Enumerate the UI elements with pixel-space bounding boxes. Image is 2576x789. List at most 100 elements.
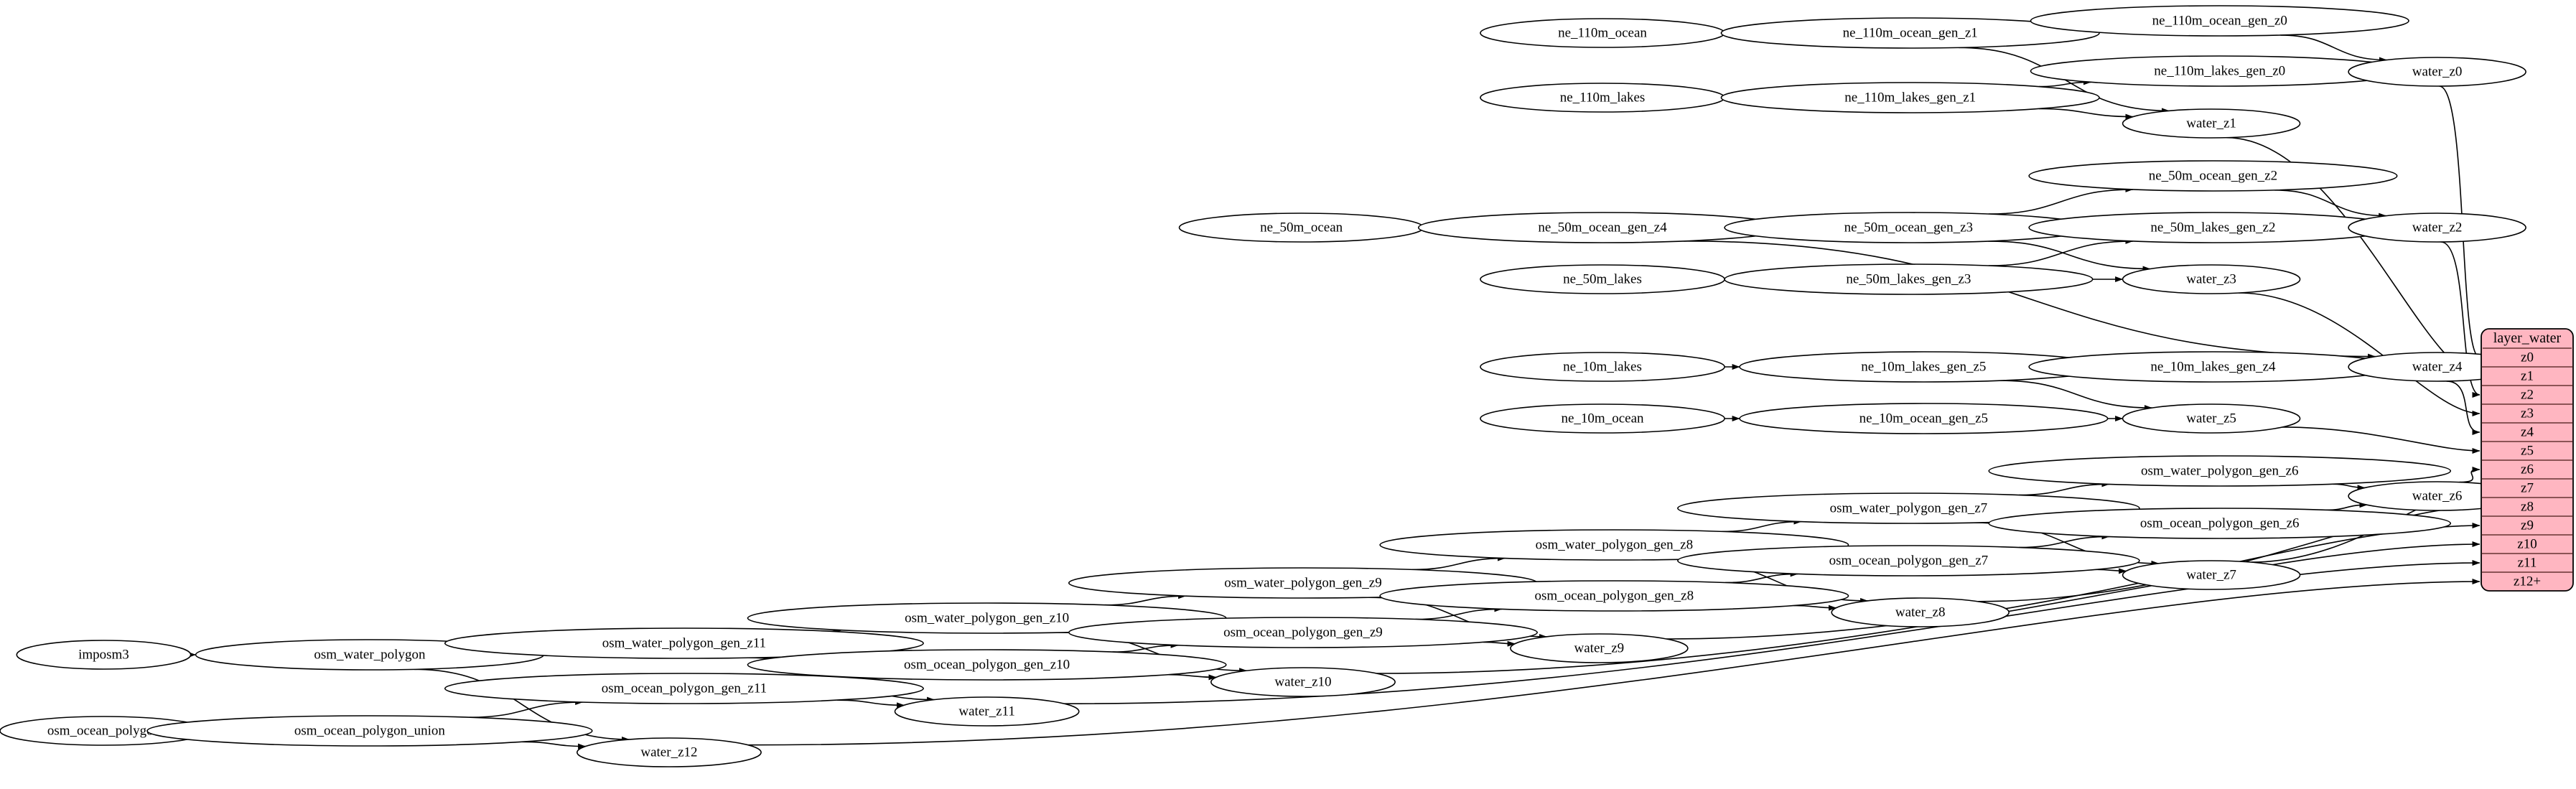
node-shape <box>747 649 1227 681</box>
node-shape <box>1379 580 1849 612</box>
edge-osm_water_polygon_gen_z6-to-water_z6 <box>2333 483 2366 491</box>
graph-node-ne_110m_ocean_gen_z0[interactable]: ne_110m_ocean_gen_z0 <box>2030 5 2409 37</box>
graph-node-water_z12[interactable]: water_z12 <box>577 737 762 767</box>
node-shape <box>2030 5 2409 37</box>
node-shape <box>1720 82 2100 113</box>
node-shape <box>1677 545 2140 576</box>
graph-node-osm_ocean_polygon_gen_z8[interactable]: osm_ocean_polygon_gen_z8 <box>1379 580 1849 612</box>
graph-node-ne_50m_lakes[interactable]: ne_50m_lakes <box>1480 264 1725 294</box>
layer-water-table[interactable]: layer_waterz0z1z2z3z4z5z6z7z8z9z10z11z12… <box>2481 328 2574 592</box>
node-shape <box>2122 264 2301 294</box>
node-shape <box>1510 633 1689 663</box>
graph-node-water_z3[interactable]: water_z3 <box>2122 264 2301 294</box>
node-shape <box>1988 508 2452 539</box>
edge-osm_ocean_polygon_gen_z7-to-osm_ocean_polygon_gen_z6 <box>2019 533 2110 548</box>
graph-node-osm_ocean_polygon_gen_z10[interactable]: osm_ocean_polygon_gen_z10 <box>747 649 1227 681</box>
node-shape <box>2122 403 2301 434</box>
edge-water_z6-to-z6 <box>2459 467 2481 483</box>
graph-node-water_z8[interactable]: water_z8 <box>1831 597 2010 627</box>
edge-osm_ocean_polygon_gen_z8-to-water_z8 <box>1793 604 1837 611</box>
graph-node-water_z9[interactable]: water_z9 <box>1510 633 1689 663</box>
graph-node-osm_ocean_polygon_gen_z9[interactable]: osm_ocean_polygon_gen_z9 <box>1068 617 1538 648</box>
graph-node-osm_water_polygon_gen_z6[interactable]: osm_water_polygon_gen_z6 <box>1988 455 2452 487</box>
node-shape <box>1739 403 2109 434</box>
node-shape <box>1988 455 2452 487</box>
node-shape <box>1480 18 1725 48</box>
node-shape <box>146 715 593 747</box>
graph-node-ne_50m_ocean[interactable]: ne_50m_ocean <box>1178 213 1424 243</box>
edge-osm_ocean_polygon_gen_z11-to-water_z11 <box>836 699 905 709</box>
edge-osm_water_polygon_gen_z7-to-osm_water_polygon_gen_z6 <box>2019 481 2110 496</box>
graph-node-ne_10m_lakes_gen_z4[interactable]: ne_10m_lakes_gen_z4 <box>2028 351 2398 383</box>
edge-osm_ocean_polygon_gen_z10-to-water_z10 <box>1167 673 1217 681</box>
edge-water_z3-to-z3 <box>2239 292 2481 416</box>
node-shape <box>1724 263 2094 295</box>
graph-node-ne_50m_lakes_gen_z3[interactable]: ne_50m_lakes_gen_z3 <box>1724 263 2094 295</box>
graph-node-ne_10m_lakes[interactable]: ne_10m_lakes <box>1480 352 1725 382</box>
node-shape <box>2028 351 2398 383</box>
edge-ne_110m_lakes_gen_z1-to-water_z1 <box>2038 108 2134 120</box>
edge-ne_50m_ocean_gen_z4-to-water_z4 <box>1683 241 2376 360</box>
graph-node-ne_110m_lakes_gen_z1[interactable]: ne_110m_lakes_gen_z1 <box>1720 82 2100 113</box>
node-shape <box>2122 108 2301 139</box>
graph-node-water_z0[interactable]: water_z0 <box>2348 57 2526 87</box>
node-shape <box>2028 160 2398 192</box>
edge-water_z5-to-z5 <box>2282 426 2481 454</box>
graph-node-water_z5[interactable]: water_z5 <box>2122 403 2301 434</box>
edge-osm_ocean_polygon_gen_z8-to-osm_ocean_polygon_gen_z7 <box>1725 571 1798 584</box>
edge-osm_ocean_polygon_gen_z10-to-osm_ocean_polygon_gen_z9 <box>1112 642 1179 653</box>
edge-osm_ocean_polygon_gen_z9-to-osm_ocean_polygon_gen_z8 <box>1415 606 1503 620</box>
graph-node-ne_110m_lakes[interactable]: ne_110m_lakes <box>1480 83 1725 113</box>
graph-node-water_z7[interactable]: water_z7 <box>2122 560 2301 590</box>
graph-node-osm_ocean_polygon_gen_z7[interactable]: osm_ocean_polygon_gen_z7 <box>1677 545 2140 576</box>
node-shape <box>1480 264 1725 294</box>
graph-node-water_z10[interactable]: water_z10 <box>1210 667 1396 697</box>
node-shape <box>577 737 762 767</box>
edge-osm_water_polygon_gen_z10-to-osm_water_polygon_gen_z9 <box>1104 593 1187 606</box>
node-shape <box>1831 597 2010 627</box>
node-shape <box>1068 617 1538 648</box>
edge-osm_water_polygon-to-water_z12 <box>414 668 630 742</box>
edge-water_z2-to-z2 <box>2440 241 2481 398</box>
node-shape <box>2348 57 2526 87</box>
edge-water_z10-to-z10 <box>1376 541 2481 674</box>
node-shape <box>1480 352 1725 382</box>
nodes-layer: imposm3osm_ocean_polygonosm_water_polygo… <box>0 5 2526 767</box>
edge-osm_ocean_polygon_gen_z6-to-water_z6 <box>2326 502 2368 511</box>
edge-ne_50m_ocean_gen_z3-to-water_z3 <box>1988 241 2151 272</box>
edge-osm_water_polygon_gen_z8-to-osm_water_polygon_gen_z7 <box>1722 518 1802 533</box>
graph-node-water_z11[interactable]: water_z11 <box>894 696 1080 727</box>
graph-node-osm_ocean_polygon_gen_z6[interactable]: osm_ocean_polygon_gen_z6 <box>1988 508 2452 539</box>
edge-ne_110m_ocean_gen_z0-to-water_z0 <box>2280 34 2387 63</box>
edge-ne_50m_lakes_gen_z3-to-ne_50m_lakes_gen_z2 <box>1988 238 2134 266</box>
node-shape <box>2028 212 2398 243</box>
graph-node-ne_50m_lakes_gen_z2[interactable]: ne_50m_lakes_gen_z2 <box>2028 212 2398 243</box>
graph-node-ne_50m_ocean_gen_z2[interactable]: ne_50m_ocean_gen_z2 <box>2028 160 2398 192</box>
graph-node-ne_10m_ocean[interactable]: ne_10m_ocean <box>1480 403 1725 434</box>
graph-node-water_z1[interactable]: water_z1 <box>2122 108 2301 139</box>
edge-ne_10m_lakes_gen_z5-to-water_z5 <box>1999 380 2152 411</box>
node-shape <box>1480 403 1725 434</box>
node-shape <box>1480 83 1725 113</box>
node-shape <box>2122 560 2301 590</box>
edge-ne_110m_lakes_gen_z1-to-ne_110m_lakes_gen_z0 <box>2038 79 2091 88</box>
node-shape <box>444 627 924 659</box>
graph-node-ne_110m_ocean[interactable]: ne_110m_ocean <box>1480 18 1725 48</box>
edge-osm_water_polygon_gen_z9-to-osm_water_polygon_gen_z8 <box>1411 555 1506 571</box>
graph-node-ne_10m_ocean_gen_z5[interactable]: ne_10m_ocean_gen_z5 <box>1739 403 2109 434</box>
edge-osm_ocean_polygon_union-to-osm_ocean_polygon_gen_z11 <box>470 699 584 718</box>
node-shape <box>444 673 924 704</box>
node-shape <box>16 640 192 670</box>
edge-water_z12-to-z12plus <box>747 579 2481 746</box>
graph-node-water_z2[interactable]: water_z2 <box>2348 213 2526 243</box>
node-shape <box>894 696 1080 727</box>
edge-ne_50m_ocean_gen_z2-to-water_z2 <box>2274 190 2387 219</box>
graph-node-imposm3[interactable]: imposm3 <box>16 640 192 670</box>
graph-node-osm_ocean_polygon_gen_z11[interactable]: osm_ocean_polygon_gen_z11 <box>444 673 924 704</box>
edge-water_z4-to-z4 <box>2446 381 2481 435</box>
edge-osm_ocean_polygon_gen_z7-to-water_z7 <box>2095 568 2127 574</box>
edge-osm_ocean_polygon_gen_z9-to-water_z9 <box>1483 640 1516 647</box>
graph-node-osm_ocean_polygon_union[interactable]: osm_ocean_polygon_union <box>146 715 593 747</box>
